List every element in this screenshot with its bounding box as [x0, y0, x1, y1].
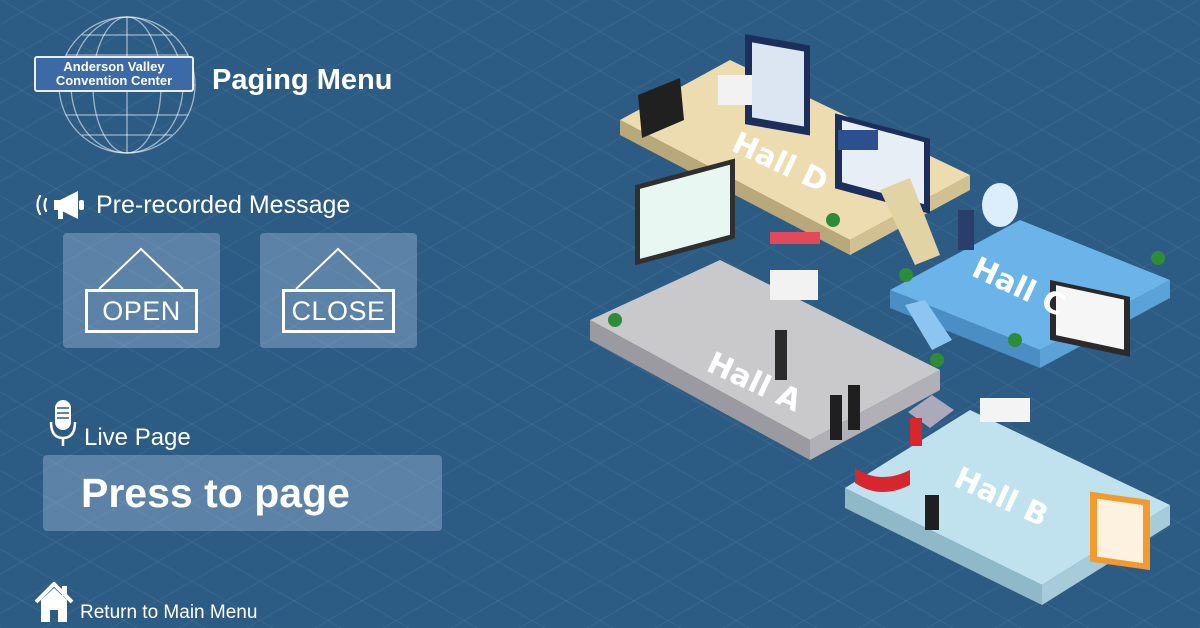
logo-line-1: Anderson Valley	[63, 59, 165, 74]
floor-map: Hall D Hall C Hall A	[590, 34, 1170, 605]
hanging-sign-icon	[98, 247, 184, 290]
open-label: OPEN	[85, 289, 198, 333]
page-title: Paging Menu	[212, 64, 393, 96]
stairs	[880, 178, 940, 265]
hall-b[interactable]: Hall B	[845, 398, 1170, 605]
logo-line-2: Convention Center	[55, 73, 173, 88]
megaphone-icon	[36, 191, 84, 219]
hall-a[interactable]: Hall A	[590, 158, 940, 460]
hanging-sign-icon	[295, 247, 381, 290]
logo-badge: Anderson Valley Convention Center	[34, 56, 194, 92]
plant-decorations	[608, 213, 1165, 367]
return-label: Return to Main Menu	[80, 602, 258, 623]
hall-c[interactable]: Hall C	[890, 183, 1170, 368]
close-button[interactable]: CLOSE	[260, 233, 417, 348]
prerecorded-header: Pre-recorded Message	[34, 188, 350, 222]
press-to-page-button[interactable]: Press to page	[43, 455, 442, 531]
home-icon	[34, 582, 74, 622]
logo: Anderson Valley Convention Center	[32, 10, 232, 160]
return-to-main-menu-link[interactable]: Return to Main Menu	[34, 580, 257, 624]
prerecorded-label: Pre-recorded Message	[96, 190, 351, 219]
microphone-icon	[49, 400, 77, 446]
open-button[interactable]: OPEN	[63, 233, 220, 348]
close-label: CLOSE	[282, 289, 395, 333]
stairs	[905, 300, 952, 350]
live-page-header: Live Page	[48, 396, 191, 452]
live-page-label: Live Page	[84, 424, 191, 451]
